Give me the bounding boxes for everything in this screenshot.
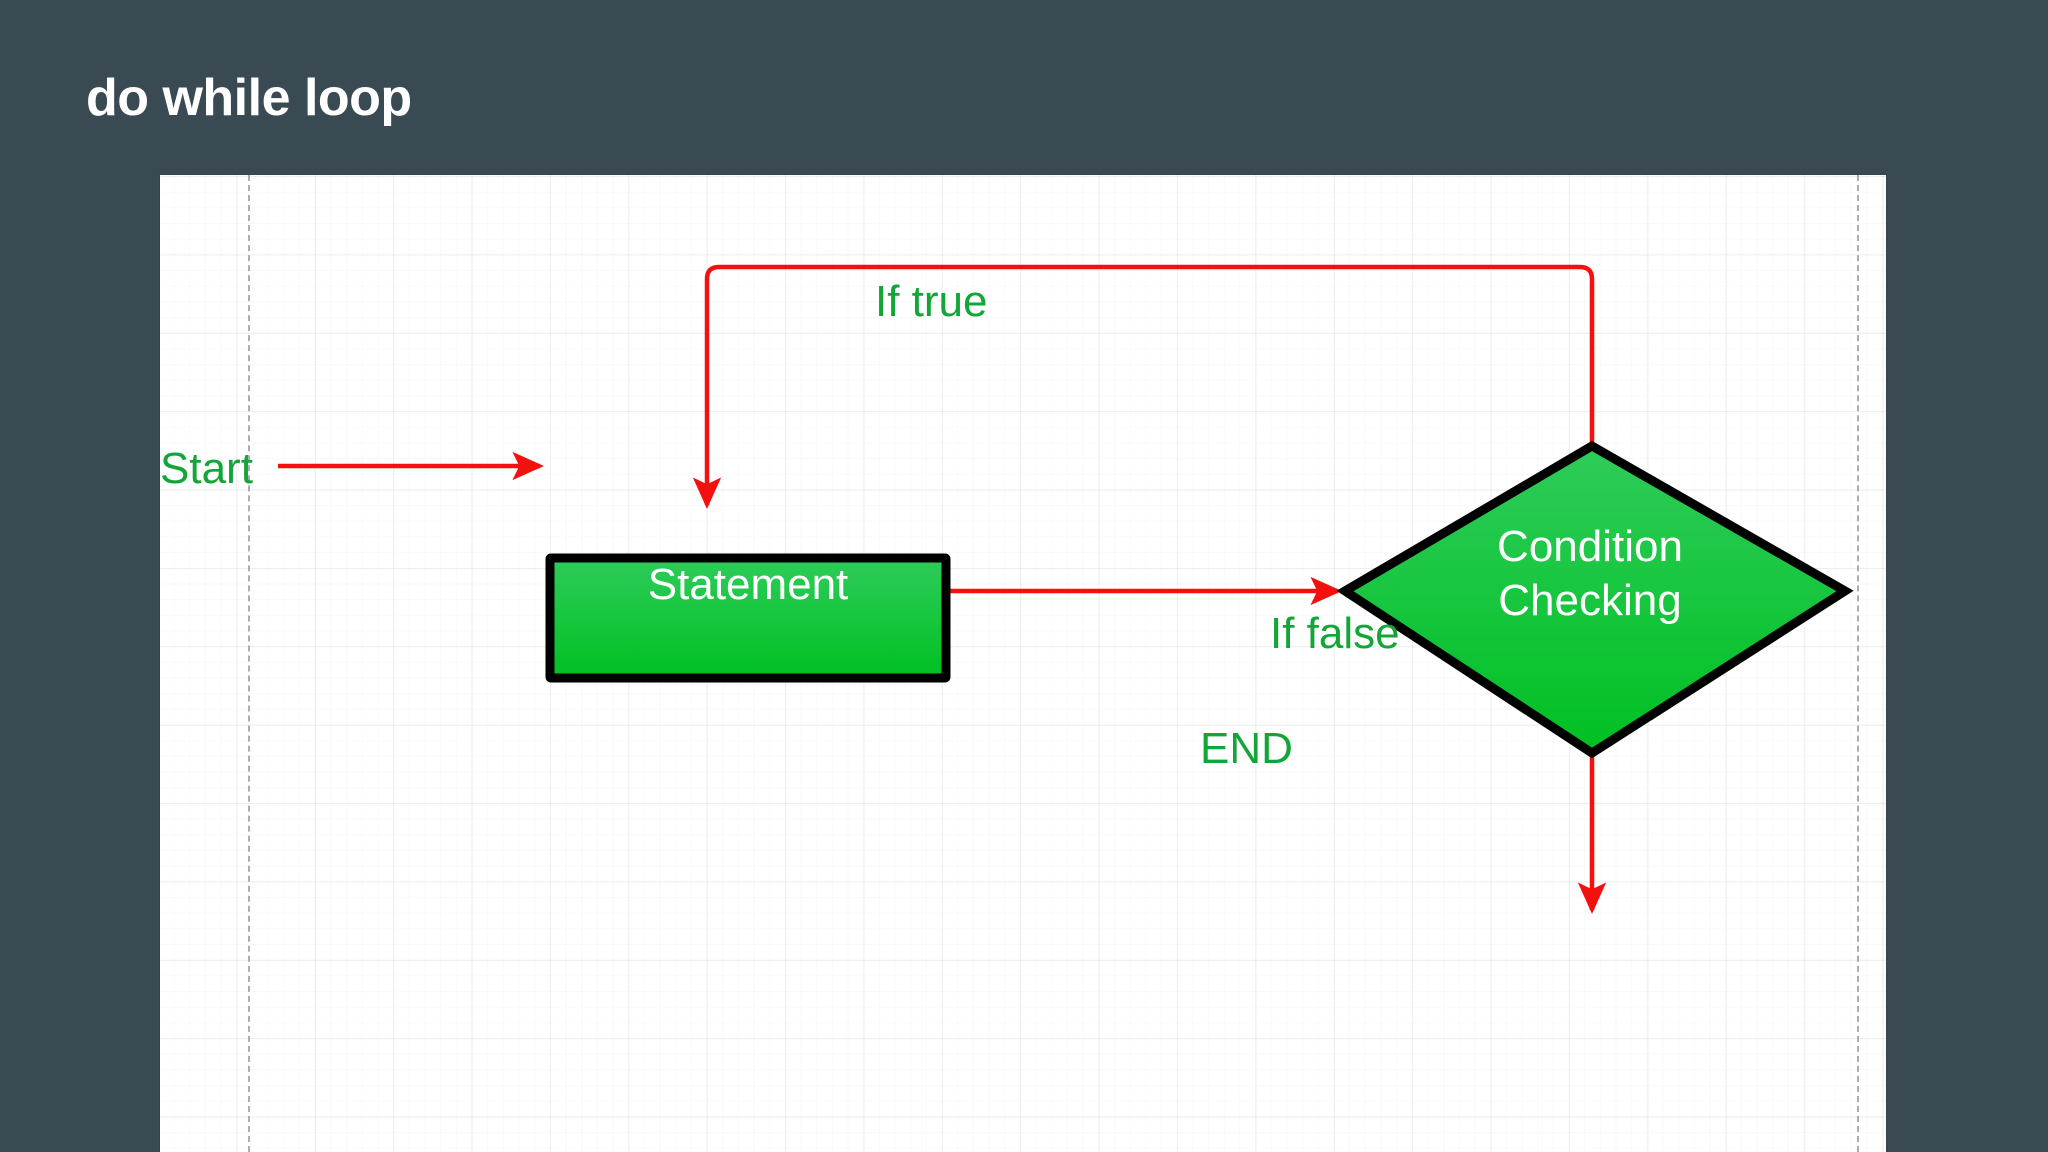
label-if-true: If true (875, 277, 988, 326)
label-start: Start (160, 444, 253, 493)
page-title: do while loop (86, 69, 412, 127)
page-break-line-right (1857, 175, 1859, 1152)
edge-condition-to-statement-if-true (692, 264, 1595, 509)
flowchart-graphics (278, 264, 1854, 914)
node-condition[interactable] (1336, 440, 1854, 759)
node-statement[interactable] (545, 553, 951, 683)
diagram-canvas[interactable]: Start If true If false END Statement Con… (160, 175, 1886, 1152)
label-end: END (1200, 724, 1293, 773)
label-if-false: If false (1270, 609, 1400, 658)
page-break-line-left (248, 175, 250, 1152)
